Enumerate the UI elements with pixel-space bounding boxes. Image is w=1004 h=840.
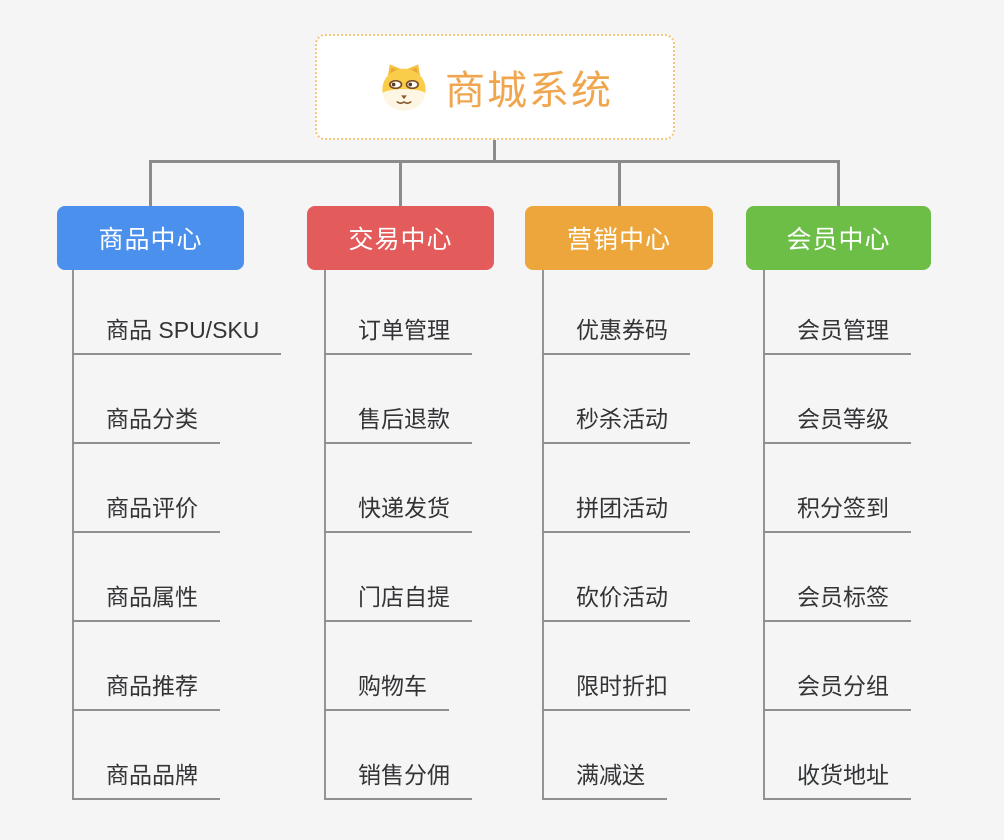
- subtopic-item[interactable]: 商品推荐: [72, 665, 220, 711]
- root-topic[interactable]: 商城系统: [315, 34, 675, 140]
- branch-node-trade[interactable]: 交易中心: [307, 206, 494, 270]
- subtopic-item[interactable]: 砍价活动: [542, 576, 690, 622]
- subtopic-item[interactable]: 销售分佣: [324, 754, 472, 800]
- subtopic-item[interactable]: 秒杀活动: [542, 398, 690, 444]
- connector-root-stub: [493, 140, 496, 162]
- branch-node-member[interactable]: 会员中心: [746, 206, 931, 270]
- root-title: 商城系统: [445, 69, 613, 113]
- subtopic-item[interactable]: 商品 SPU/SKU: [72, 309, 282, 355]
- connector-drop-marketing: [618, 161, 621, 206]
- subtopic-item[interactable]: 会员等级: [763, 398, 911, 444]
- subtopic-item[interactable]: 订单管理: [324, 309, 472, 355]
- connector-drop-member: [837, 161, 840, 206]
- subtopic-item[interactable]: 优惠券码: [542, 309, 690, 355]
- dog-face-icon: [382, 64, 426, 111]
- subtopic-item[interactable]: 积分签到: [763, 487, 911, 533]
- subtopic-item[interactable]: 拼团活动: [542, 487, 690, 533]
- connector-spine-member: [763, 270, 765, 800]
- subtopic-item[interactable]: 快递发货: [324, 487, 472, 533]
- connector-spine-trade: [324, 270, 326, 800]
- subtopic-item[interactable]: 商品属性: [72, 576, 220, 622]
- branch-node-goods[interactable]: 商品中心: [57, 206, 244, 270]
- branch-node-marketing[interactable]: 营销中心: [525, 206, 713, 270]
- connector-spine-marketing: [542, 270, 544, 800]
- connector-drop-trade: [399, 161, 402, 206]
- subtopic-item[interactable]: 商品评价: [72, 487, 220, 533]
- subtopic-item[interactable]: 会员标签: [763, 576, 911, 622]
- connector-drop-goods: [149, 161, 152, 206]
- subtopic-item[interactable]: 收货地址: [763, 754, 911, 800]
- subtopic-item[interactable]: 限时折扣: [542, 665, 690, 711]
- subtopic-item[interactable]: 满减送: [542, 754, 667, 800]
- connector-spine-goods: [72, 270, 74, 800]
- subtopic-item[interactable]: 会员分组: [763, 665, 911, 711]
- subtopic-item[interactable]: 会员管理: [763, 309, 911, 355]
- subtopic-item[interactable]: 售后退款: [324, 398, 472, 444]
- subtopic-item[interactable]: 商品品牌: [72, 754, 220, 800]
- connector-rail: [149, 160, 840, 163]
- subtopic-item[interactable]: 购物车: [324, 665, 449, 711]
- subtopic-item[interactable]: 门店自提: [324, 576, 472, 622]
- subtopic-item[interactable]: 商品分类: [72, 398, 220, 444]
